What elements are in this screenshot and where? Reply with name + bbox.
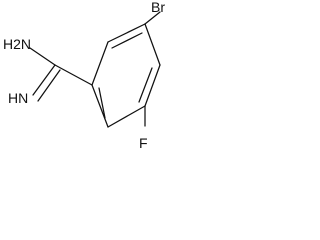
ring-bond-1 bbox=[107, 23, 146, 43]
bond-amidine-to-imine-second bbox=[37, 69, 61, 102]
ring-bond-4 bbox=[107, 105, 146, 128]
structure-canvas: H2N HN Br F bbox=[0, 0, 175, 155]
molecule-drawing: H2N HN Br F bbox=[3, 0, 165, 151]
amine-label: H2N bbox=[3, 36, 31, 52]
ring-bond-2 bbox=[144, 23, 161, 66]
bond-ring-to-amidine-carbon bbox=[54, 64, 93, 86]
bond-lines bbox=[29, 11, 161, 128]
fluorine-label: F bbox=[139, 135, 148, 151]
bond-ring-to-bromine bbox=[144, 11, 161, 25]
ring-bond-6 bbox=[91, 41, 109, 86]
ring-double-bond-inner-3 bbox=[98, 87, 106, 119]
ring-double-bond-inner-1 bbox=[111, 32, 143, 49]
ring-bond-3 bbox=[144, 64, 161, 107]
imine-label: HN bbox=[8, 90, 28, 106]
bond-amidine-to-imine bbox=[32, 64, 56, 96]
atom-labels: H2N HN Br F bbox=[3, 0, 165, 151]
bond-amidine-to-amine bbox=[29, 47, 56, 66]
ring-bond-5 bbox=[91, 84, 109, 128]
ring-double-bond-inner-2 bbox=[138, 67, 153, 103]
bromine-label: Br bbox=[151, 0, 165, 15]
